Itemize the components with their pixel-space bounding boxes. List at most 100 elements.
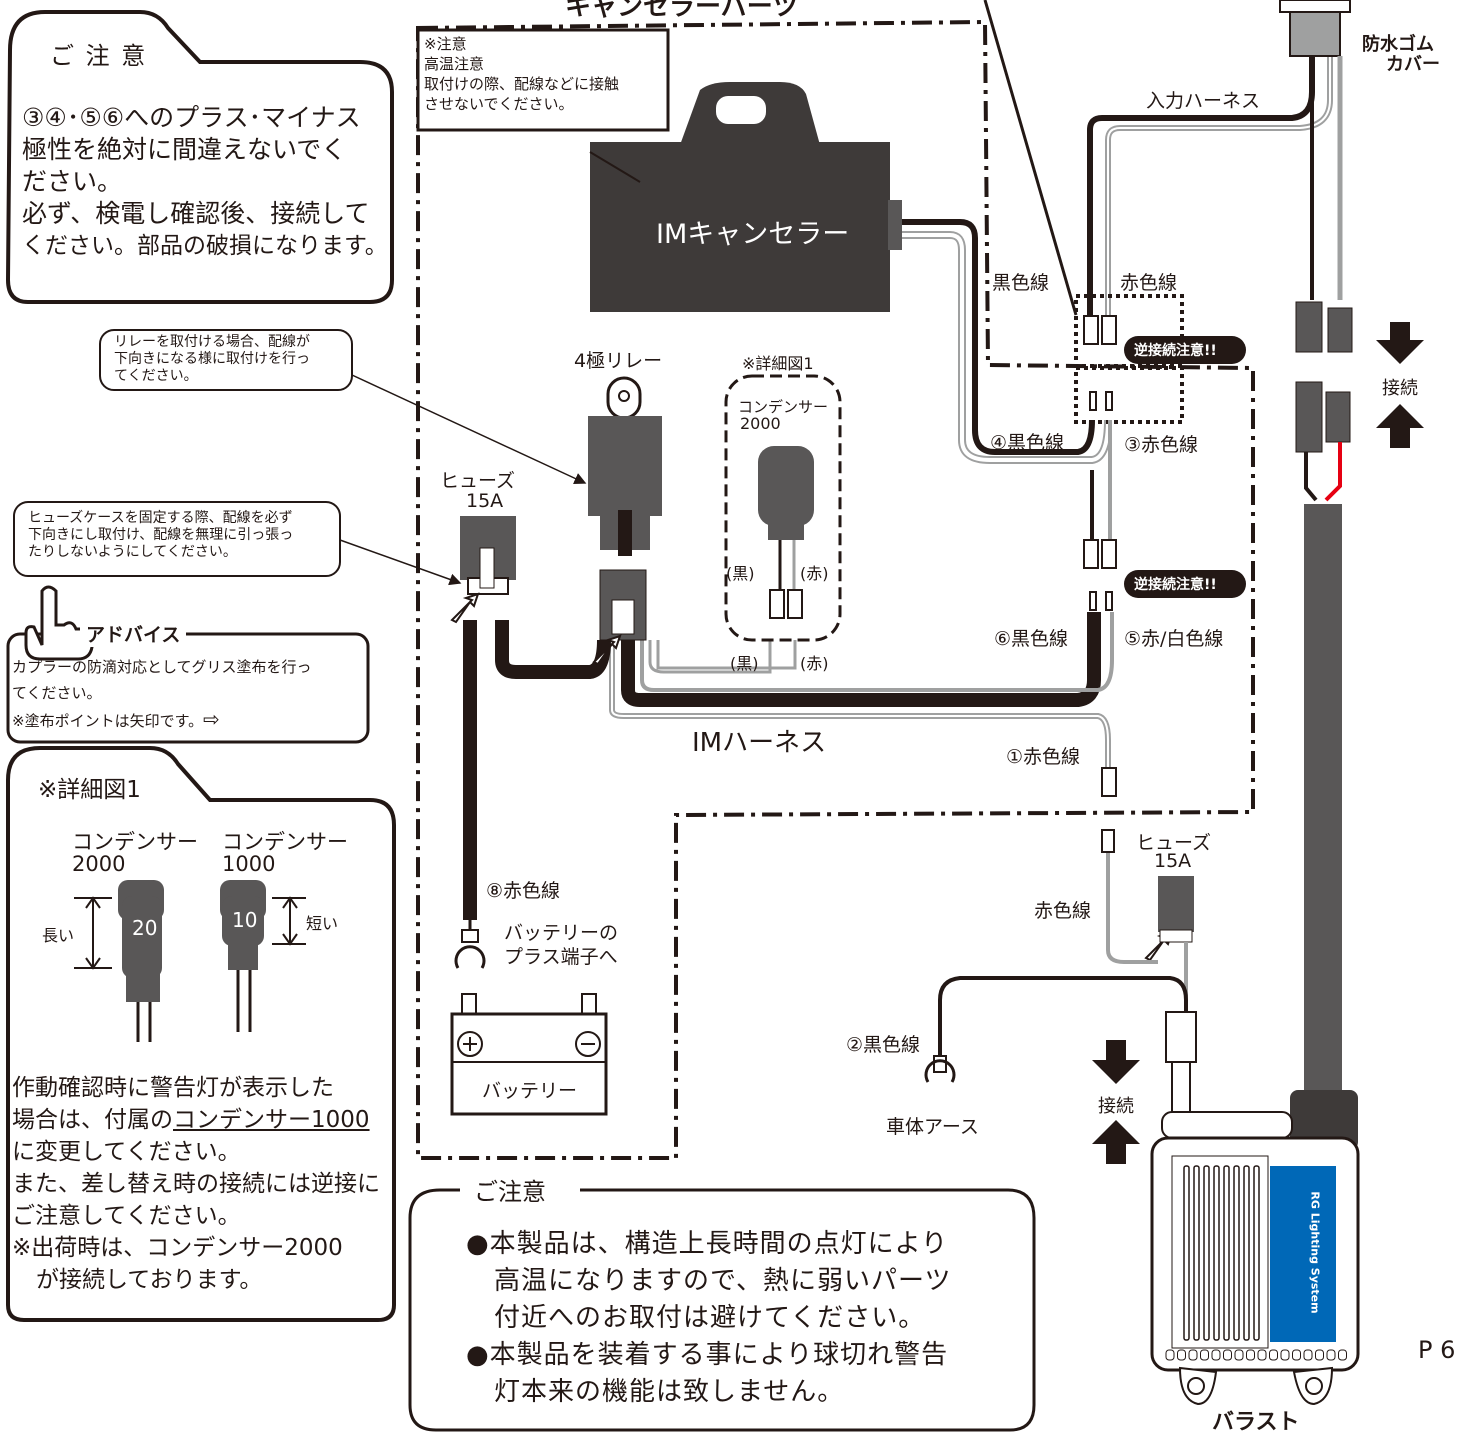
- wire-1-label: ①赤色線: [1006, 746, 1081, 768]
- connector-5-6: [1083, 539, 1117, 611]
- section-title: キャンセラーパーツ: [565, 0, 799, 22]
- condenser-label: コンデンサー: [738, 398, 829, 416]
- ballast-fins: [1165, 1165, 1347, 1361]
- im-canceller-label: IMキャンセラー: [656, 219, 850, 250]
- detail-1-frame: [724, 374, 842, 642]
- detail-box-body: 作動確認時に警告灯が表示した 場合は、付属のコンデンサー1000 に変更してくだ…: [12, 1072, 392, 1296]
- input-harness-label: 入力ハーネス: [1146, 90, 1261, 112]
- red-paren-label: (赤): [800, 564, 829, 583]
- ballast-vent: [1326, 1349, 1336, 1361]
- relay-note-pointer: [351, 374, 587, 485]
- wire-2-label: ②黒色線: [846, 1034, 921, 1056]
- bottom-notice-line: ●本製品は、構造上長時間の点灯により: [466, 1229, 949, 1259]
- ballast-vent: [1280, 1349, 1290, 1361]
- ballast-vent: [1165, 1349, 1175, 1361]
- ballast-fin: [1253, 1165, 1260, 1341]
- ballast-fin: [1203, 1165, 1210, 1341]
- detail-condenser-2000: [118, 880, 164, 1042]
- relay-label: 4極リレー: [574, 350, 663, 372]
- ballast-fin: [1243, 1165, 1250, 1341]
- grease-arrow-icon: [592, 634, 622, 666]
- detail-line-link: 場合は、付属のコンデンサー1000: [12, 1104, 392, 1136]
- fuse-note-text: ヒューズケースを固定する際、配線を必ず 下向きにし取付け、配線を無理に引っ張っ …: [28, 510, 338, 561]
- connect-arrows-right: [1376, 322, 1424, 448]
- advice-frame: [6, 632, 370, 744]
- connector-3-4: [1083, 315, 1117, 411]
- advice-line: てください。: [12, 684, 102, 702]
- black-paren-label-2: (黒): [730, 654, 759, 673]
- notice-top-frame: [5, 10, 394, 304]
- wire-8-label: ⑧赤色線: [486, 880, 561, 902]
- im-harness-white-red: [640, 612, 1114, 692]
- black-paren-label: (黒): [726, 564, 755, 583]
- ballast-vent: [1223, 1349, 1232, 1361]
- page-number: P 6: [1418, 1336, 1456, 1364]
- outline-arrow-icon: ⇨: [203, 707, 220, 731]
- im-canceller-unit: [589, 82, 902, 312]
- caution-line: 取付けの際、配線などに接触: [424, 75, 620, 93]
- fuse-holder: [460, 516, 516, 595]
- detail-line: に変更してください。: [12, 1139, 241, 1165]
- condenser-2000: [758, 446, 814, 619]
- detail-line: が接続しております。: [36, 1267, 263, 1293]
- fuse-label-lower: ヒューズ: [1136, 832, 1212, 854]
- reverse-warning-pill: [1124, 570, 1246, 598]
- ballast-connectors: [1295, 301, 1353, 453]
- cap-2000-name: コンデンサー: [72, 830, 198, 854]
- notice-line: ださい。: [22, 167, 123, 196]
- cap-1000-value: 1000: [222, 852, 276, 876]
- bottom-notice-line: ●本製品を装着する事により球切れ警告: [466, 1340, 949, 1370]
- cap-1000-mark: 10: [232, 908, 258, 932]
- ballast-brand-label: RG Lighting System: [1308, 1191, 1322, 1314]
- ring-terminal-icon: [454, 945, 486, 969]
- ballast-vent: [1338, 1349, 1347, 1361]
- connect-arrows-lower: [1092, 1040, 1140, 1164]
- detail-line: 場合は、付属の: [12, 1107, 173, 1133]
- fuse-note-line: 下向きにし取付け、配線を無理に引っ張っ: [28, 527, 294, 543]
- ballast-vent: [1315, 1349, 1324, 1361]
- bottom-notice-line: 高温になりますので、熱に弱いパーツ: [494, 1266, 952, 1296]
- wire-4-label: ④黒色線: [990, 432, 1065, 454]
- condenser-wires-lower: [648, 640, 797, 674]
- im-harness-thick: [621, 612, 1101, 707]
- cap-2000-value: 2000: [72, 852, 126, 876]
- connect-label: 接続: [1382, 378, 1418, 399]
- advice-body: カプラーの防滴対応としてグリス塗布を行っ てください。 ※塗布ポイントは矢印です…: [12, 654, 364, 734]
- reverse-warning-label: 逆接続注意!!: [1134, 343, 1217, 359]
- detail-line: ご注意してください。: [12, 1203, 241, 1229]
- caution-line: させないでください。: [424, 95, 574, 113]
- relay-note-line: リレーを取付ける場合、配線が: [114, 334, 310, 350]
- caution-line: ※注意: [424, 35, 467, 53]
- ground-ring-terminal-icon: [924, 1059, 956, 1083]
- detail-line: また、差し替え時の接続には逆接に: [12, 1171, 380, 1197]
- ballast-vent: [1234, 1349, 1244, 1361]
- grease-arrow-icon: [450, 592, 480, 624]
- battery-icon: [450, 993, 608, 1116]
- ballast-vent: [1177, 1349, 1186, 1361]
- fuse-label: ヒューズ: [440, 470, 516, 492]
- bottom-notice-title: ご注意: [466, 1172, 554, 1207]
- canceller-wire-black: [902, 219, 1095, 455]
- condenser-value-label: 2000: [740, 414, 781, 433]
- red-paren-label-2: (赤): [800, 654, 829, 673]
- bottom-notice-body: ●本製品は、構造上長時間の点灯により 高温になりますので、熱に弱いパーツ 付近へ…: [466, 1226, 1026, 1411]
- ballast-vent: [1200, 1349, 1209, 1361]
- relay-note-line: てください。: [114, 368, 198, 384]
- notice-top-body: ③④･⑤⑥へのプラス･マイナス 極性を絶対に間違えないでく ださい。 必ず、検電…: [22, 102, 390, 262]
- notice-line: ください。部品の破損になります。: [22, 233, 388, 259]
- ground-wire-2: [938, 976, 1188, 1060]
- wire-5-label: ⑤赤/白色線: [1124, 628, 1224, 650]
- red-wire-label-lower: 赤色線: [1034, 900, 1092, 922]
- cap-2000-mark: 20: [132, 916, 158, 940]
- reverse-warning-label-2: 逆接続注意!!: [1134, 577, 1217, 593]
- ballast-vent: [1269, 1349, 1278, 1361]
- fuse-note-line: たりしないようにしてください。: [28, 544, 237, 560]
- detail-line: 作動確認時に警告灯が表示した: [12, 1075, 334, 1101]
- advice-title: アドバイス: [80, 620, 187, 647]
- battery-to-label-1: バッテリーの: [504, 922, 619, 944]
- caution-box-frame: [416, 28, 670, 132]
- caution-box-text: ※注意 高温注意 取付けの際、配線などに接触 させないでください。: [424, 34, 664, 114]
- detail-box-title: ※詳細図1: [38, 777, 141, 803]
- detail-box-frame: [6, 746, 396, 1322]
